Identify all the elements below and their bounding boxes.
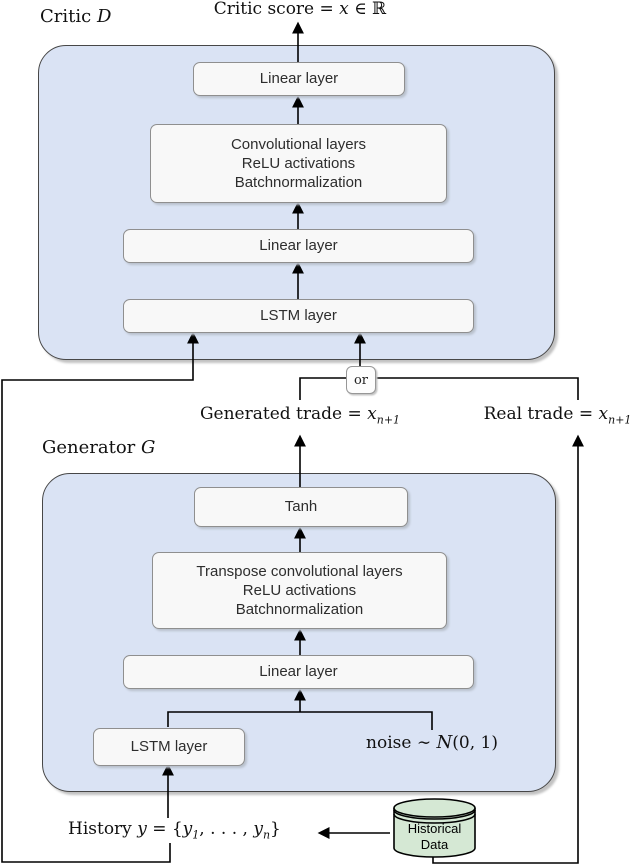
- history-sep: , . . . ,: [199, 819, 254, 839]
- generator-linear-label: Linear layer: [259, 663, 338, 681]
- generator-tconv-line3: Batchnormalization: [235, 601, 364, 619]
- critic-score-var: x: [339, 0, 349, 19]
- database-label-line2: Data: [420, 837, 449, 853]
- generated-trade-var: x: [367, 404, 377, 424]
- or-label: or: [353, 372, 369, 388]
- generator-tconv-box: Transpose convolutional layers ReLU acti…: [152, 552, 447, 629]
- history-el2-var: y: [253, 819, 263, 839]
- noise-prefix: noise ∼: [366, 733, 437, 753]
- generator-lstm-label: LSTM layer: [130, 738, 208, 756]
- or-junction-box: or: [346, 366, 376, 394]
- generator-label-var: G: [141, 437, 156, 458]
- critic-conv-line3: Batchnormalization: [234, 174, 363, 192]
- generator-linear-box: Linear layer: [123, 655, 474, 689]
- generator-tanh-box: Tanh: [194, 487, 408, 527]
- generator-tanh-label: Tanh: [284, 498, 318, 516]
- history-eq: = {: [146, 819, 183, 839]
- database-label-line1: Historical: [407, 821, 462, 836]
- generator-tconv-line1: Transpose convolutional layers: [196, 562, 403, 580]
- history-suffix: }: [270, 819, 281, 839]
- generated-trade-prefix: Generated trade =: [199, 404, 368, 424]
- critic-section-label: Critic D: [40, 6, 111, 27]
- critic-conv-line2: ReLU activations: [241, 154, 356, 172]
- critic-linear-mid-box: Linear layer: [123, 229, 474, 263]
- critic-conv-box: Convolutional layers ReLU activations Ba…: [150, 124, 447, 203]
- generator-tconv-line2: ReLU activations: [242, 581, 357, 599]
- history-el1-var: y: [182, 819, 193, 839]
- critic-label-var: D: [96, 6, 112, 27]
- critic-score-prefix: Critic score =: [213, 0, 340, 19]
- critic-linear-top-box: Linear layer: [193, 62, 405, 96]
- generator-lstm-box: LSTM layer: [93, 728, 245, 766]
- critic-label-text: Critic: [40, 6, 97, 27]
- real-trade-prefix: Real trade =: [483, 404, 599, 424]
- history-el2-sub: n: [262, 828, 271, 842]
- history-label: History y = {y1, . . . , yn}: [68, 819, 281, 842]
- real-trade-var: x: [598, 404, 609, 424]
- history-el1-sub: 1: [192, 828, 200, 842]
- database-label: Historical Data: [392, 821, 477, 854]
- generator-label-text: Generator: [42, 437, 142, 458]
- critic-lstm-box: LSTM layer: [123, 299, 474, 333]
- connector-or-branch: [299, 377, 579, 400]
- critic-linear-top-label: Linear layer: [259, 70, 339, 88]
- generated-trade-label: Generated trade = xn+1: [150, 404, 450, 426]
- historical-data-database: Historical Data: [392, 797, 477, 859]
- critic-conv-line1: Convolutional layers: [230, 135, 367, 153]
- history-var: y: [137, 819, 147, 839]
- database-cylinder-icon: [393, 798, 476, 858]
- noise-distribution-var: N: [436, 732, 453, 753]
- generator-section-label: Generator G: [42, 437, 155, 458]
- critic-linear-mid-label: Linear layer: [259, 237, 338, 255]
- generated-trade-sub: n+1: [376, 413, 401, 427]
- critic-score-suffix: ∈ ℝ: [348, 0, 387, 19]
- history-prefix: History: [68, 819, 138, 839]
- critic-lstm-label: LSTM layer: [260, 307, 337, 325]
- critic-score-label: Critic score = x ∈ ℝ: [150, 0, 450, 19]
- noise-label: noise ∼ N(0, 1): [352, 732, 512, 753]
- real-trade-sub: n+1: [608, 413, 632, 427]
- connector-database-to-real-trade: [432, 434, 584, 864]
- real-trade-label: Real trade = xn+1: [475, 404, 640, 426]
- connector-history-to-critic-lstm: [1, 331, 199, 863]
- noise-suffix: (0, 1): [452, 733, 498, 753]
